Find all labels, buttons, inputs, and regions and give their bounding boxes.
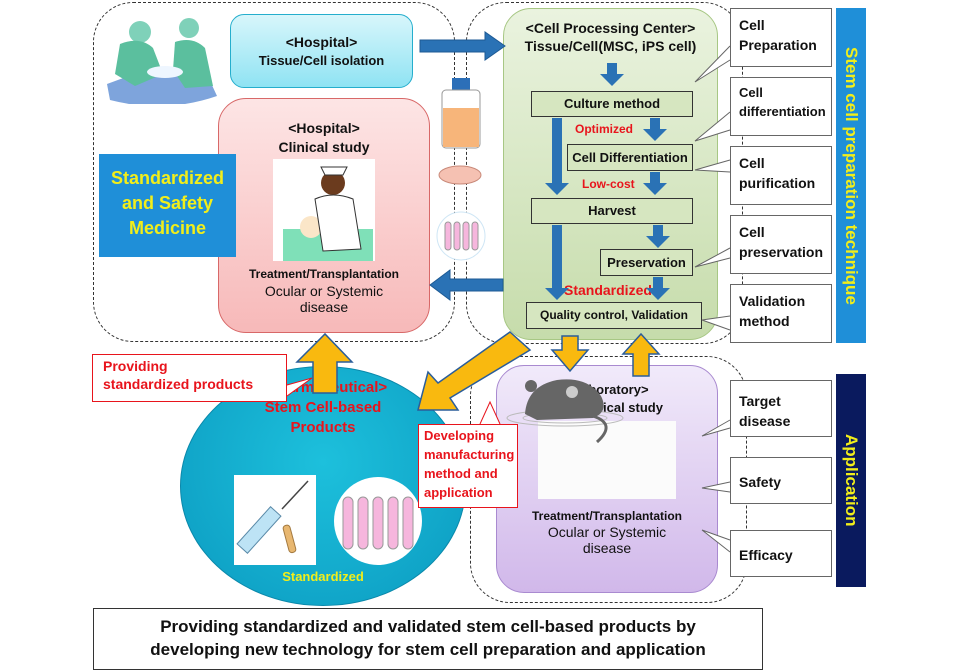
callout-validation-method: Validation method [730,284,832,343]
callout-cell-preservation: Cell preservation [730,215,832,274]
side-label-application: Application [836,374,866,587]
callout-cell-differentiation-line2: differentiation [739,103,826,119]
hospital-isolation-title: <Hospital> [285,34,358,50]
pharma-line2: Stem Cell-based [264,399,382,416]
side-label-prep-text: Stem cell preparation technique [842,46,861,305]
lab-disease-line2: disease [582,540,632,556]
callout-safety-line1: Safety [739,474,782,490]
clinical-title: <Hospital> [288,120,360,136]
developing-callout: Developing manufacturing method and appl… [418,424,518,508]
footer-line2: developing new technology for stem cell … [150,640,706,659]
petri-dish-icon [437,162,483,188]
nurse-illustration [273,159,375,261]
step-preservation: Preservation [600,249,693,276]
laboratory-box: <Laboratory> Non-clinical study Treatmen… [496,365,718,593]
step-culture-label: Culture method [563,96,661,111]
callout-validation-method-line1: Validation [739,293,806,309]
step-differentiation-label: Cell Differentiation [572,150,688,165]
clinical-disease-line1: Ocular or Systemic [264,283,384,299]
hospital-isolation-subtitle: Tissue/Cell isolation [258,53,385,68]
callout-cell-preparation: Cell Preparation [730,8,832,67]
label-standardized: Standardized [564,282,652,298]
callout-target-disease: Target disease [730,380,832,437]
clinical-treatment: Treatment/Transplantation [248,267,400,281]
clinical-disease-line2: disease [299,299,349,315]
callout-cell-preparation-line2: Preparation [739,37,817,54]
cpc-subtitle: Tissue/Cell(MSC, iPS cell) [524,38,697,54]
callout-target-disease-line1: Target [739,393,781,409]
providing-callout: Providing standardized products [92,354,287,402]
callout-cell-purification-line2: purification [739,175,816,192]
callout-cell-differentiation-line1: Cell [739,85,763,100]
callout-safety: Safety [730,457,832,504]
step-cell-differentiation: Cell Differentiation [567,144,693,171]
product-tubes-illustration [334,477,423,566]
label-optimized: Optimized [575,122,634,136]
pharma-line3: Products [290,419,356,436]
footer-summary: Providing standardized and validated ste… [93,608,763,670]
developing-line4: application [424,484,493,500]
step-harvest: Harvest [531,198,693,224]
developing-line3: method and [424,465,498,481]
step-quality-control: Quality control, Validation [526,302,702,329]
callout-efficacy: Efficacy [730,530,832,577]
callout-cell-purification-line1: Cell [739,155,765,171]
footer-line1: Providing standardized and validated ste… [160,617,696,636]
callout-validation-method-line2: method [739,313,790,330]
callout-efficacy-line1: Efficacy [739,547,793,563]
standardized-medicine-line1: Standardized [110,168,225,188]
label-lowcost: Low-cost [582,177,635,191]
callout-cell-differentiation: Cell differentiation [730,77,832,136]
developing-line1: Developing [424,428,495,443]
pharma-standardized: Standardized [282,569,364,584]
cpc-title: <Cell Processing Center> [525,20,696,36]
developing-line2: manufacturing [424,446,515,462]
standardized-medicine-box: Standardized and Safety Medicine [99,154,236,257]
callout-target-disease-line2: disease [739,413,791,430]
callout-cell-preservation-line2: preservation [739,244,824,261]
step-qc-label: Quality control, Validation [539,308,689,322]
step-culture-method: Culture method [531,91,693,117]
hospital-isolation-box: <Hospital> Tissue/Cell isolation [230,14,413,88]
callout-cell-preparation-line1: Cell [739,17,765,33]
step-preservation-label: Preservation [607,255,686,270]
side-label-application-text: Application [842,434,861,527]
providing-line2: standardized products [103,376,254,392]
clinical-subtitle: Clinical study [278,139,370,155]
hospital-clinical-box: <Hospital> Clinical study Treatment/Tran… [218,98,430,333]
callout-cell-preservation-line1: Cell [739,224,765,240]
standardized-medicine-line3: Medicine [128,218,207,238]
lab-disease-line1: Ocular or Systemic [547,524,667,540]
test-tubes-icon [436,205,486,267]
callout-cell-purification: Cell purification [730,146,832,205]
standardized-medicine-line2: and Safety [121,193,214,213]
step-harvest-label: Harvest [588,203,636,218]
side-label-prep: Stem cell preparation technique [836,8,866,343]
providing-line1: Providing [103,358,168,374]
syringe-illustration [234,475,316,565]
surgeons-illustration [105,14,223,104]
mouse-illustration [506,379,676,499]
culture-bottle-icon [440,78,482,150]
lab-treatment: Treatment/Transplantation [531,509,683,523]
